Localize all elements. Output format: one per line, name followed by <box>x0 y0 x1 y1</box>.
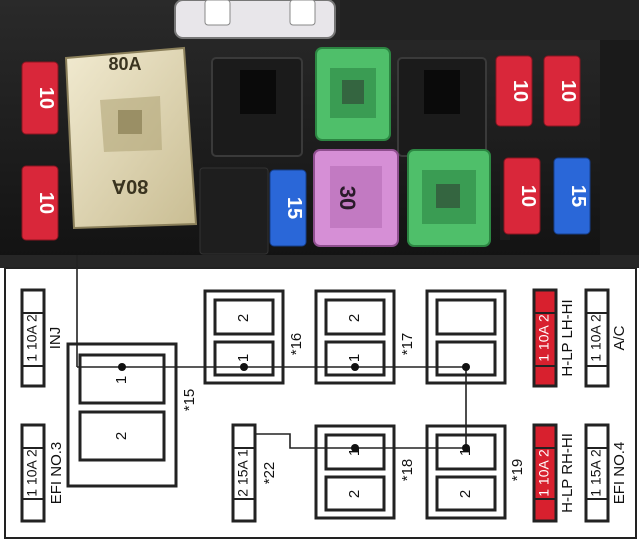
fuse-22: 2 15A 1 *22 <box>231 423 278 523</box>
relay-17-label: *17 <box>399 333 416 356</box>
fuse-box-photo: 10 10 80A 80A 30 15 10 10 <box>0 0 639 268</box>
svg-text:10: 10 <box>35 192 57 214</box>
fuse-10a-icon: 10 <box>503 157 541 235</box>
wiring-lines <box>76 255 467 449</box>
fuse-10a-icon: 10 <box>21 165 59 241</box>
fuse-ac: 1 10A 2 A/C <box>584 288 628 388</box>
fuse-hlp-rh-hi: 1 10A 2 H-LP RH-HI <box>532 423 576 523</box>
fuse-hlp-lh-name: H-LP LH-HI <box>559 299 576 376</box>
svg-text:10: 10 <box>517 185 539 207</box>
green-cartridge-fuse-icon <box>407 149 491 247</box>
fuse-hlp-rh-text: 1 10A 2 <box>536 449 552 497</box>
fuse-inj-text: 1 10A 2 <box>24 314 40 362</box>
fuse-22-name: *22 <box>261 462 278 485</box>
fuse-10a-icon: 10 <box>495 55 533 127</box>
fuse-15a-icon: 15 <box>553 157 591 235</box>
fuse-efi-no4: 1 15A 2 EFI NO.4 <box>584 423 628 523</box>
relay-16-pin-2: 2 <box>235 314 252 322</box>
fuse-efi-no3: 1 10A 2 EFI NO.3 <box>20 423 65 523</box>
svg-text:15: 15 <box>283 197 305 219</box>
fuse-efi-no3-name: EFI NO.3 <box>48 442 65 505</box>
relay-19-pin-2: 2 <box>457 490 474 498</box>
green-cartridge-fuse-icon <box>315 47 391 141</box>
relay-19-label: *19 <box>509 459 526 482</box>
relay-18-pin-1: 1 <box>346 448 363 456</box>
relay-16-label: *16 <box>288 333 305 356</box>
relay-19-pin-1: 1 <box>457 448 474 456</box>
relay-18: 1 2 *18 <box>314 424 416 520</box>
fuse-inj-name: INJ <box>47 327 64 350</box>
fuse-10a-icon: 10 <box>543 55 581 127</box>
svg-text:80A: 80A <box>112 175 149 197</box>
relay-18-label: *18 <box>399 459 416 482</box>
fuse-inj: 1 10A 2 INJ <box>20 288 64 388</box>
fuse-hlp-lh-hi: 1 10A 2 H-LP LH-HI <box>532 288 576 388</box>
fuse-ac-name: A/C <box>611 325 628 350</box>
relay-15-pin-1: 1 <box>113 376 130 384</box>
relay-15-pin-2: 2 <box>113 432 130 440</box>
svg-text:30: 30 <box>335 186 360 210</box>
maxi-fuse-80a-icon: 80A 80A <box>64 46 198 230</box>
fuse-layout-diagram: 1 10A 2 INJ 1 10A 2 EFI NO.3 1 10A 2 A/C… <box>4 255 637 539</box>
relay-17-left-pin-2: 2 <box>346 314 363 322</box>
fuse-efi-no3-text: 1 10A 2 <box>24 449 40 497</box>
svg-text:10: 10 <box>557 80 579 102</box>
fuse-efi-no4-text: 1 15A 2 <box>588 449 604 497</box>
fuse-ac-text: 1 10A 2 <box>588 314 604 362</box>
svg-text:15: 15 <box>567 185 589 207</box>
junction-dots <box>118 363 470 452</box>
relay-18-pin-2: 2 <box>346 490 363 498</box>
svg-text:10: 10 <box>509 80 531 102</box>
fuse-22-text: 2 15A 1 <box>235 449 251 497</box>
relay-15-label: *15 <box>181 389 198 412</box>
pink-cartridge-fuse-icon: 30 <box>313 149 399 247</box>
svg-text:80A: 80A <box>108 54 141 74</box>
fuse-hlp-lh-text: 1 10A 2 <box>536 314 552 362</box>
relay-17-left-pin-1: 1 <box>346 354 363 362</box>
svg-text:10: 10 <box>35 87 57 109</box>
fuse-efi-no4-name: EFI NO.4 <box>611 442 628 505</box>
fuse-10a-icon: 10 <box>21 61 59 135</box>
relay-16-pin-1: 1 <box>235 354 252 362</box>
fuse-15a-icon: 15 <box>269 169 307 247</box>
fuse-hlp-rh-name: H-LP RH-HI <box>559 433 576 513</box>
